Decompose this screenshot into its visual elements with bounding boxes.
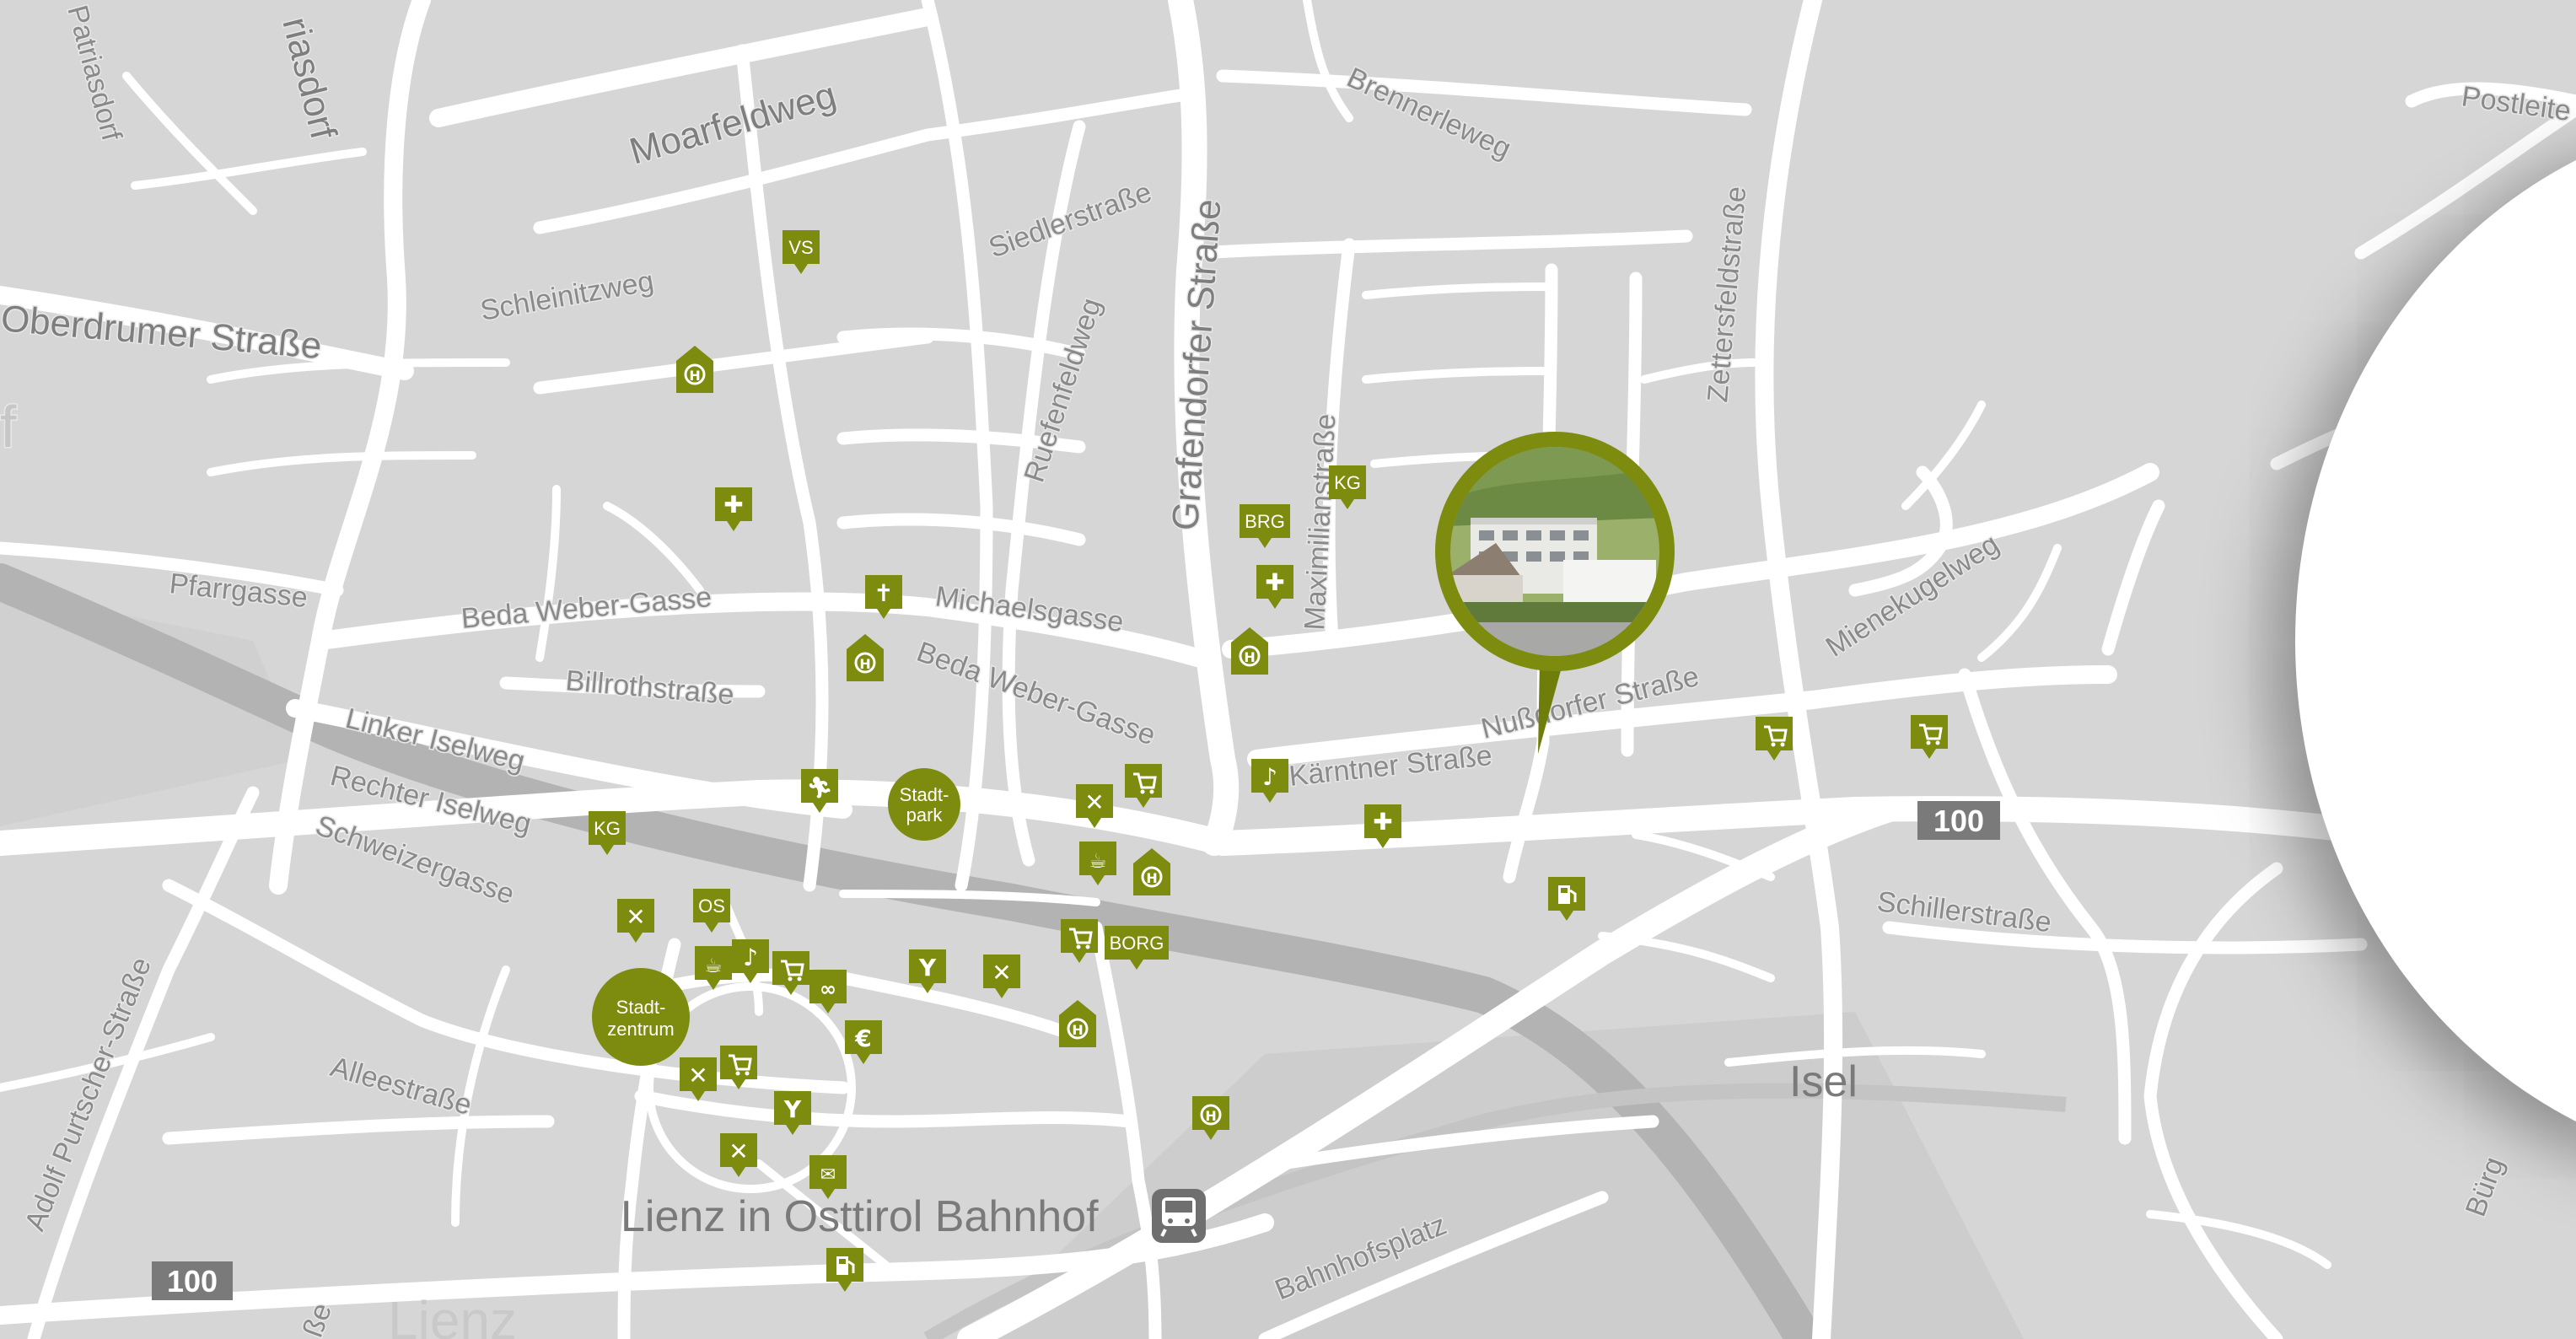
sport-runner-icon[interactable]: 🏃︎ [801,769,838,813]
district-stadtpark[interactable]: Stadt- park [888,768,960,841]
church-icon[interactable]: ✝ [865,575,902,619]
road-shield-b100-east: 100 [1917,801,2000,840]
svg-text:Y: Y [918,954,937,981]
music-icon[interactable]: ♪ [732,939,769,983]
bus-stop-icon[interactable]: H [1133,848,1170,895]
svg-text:Stadt-: Stadt- [616,997,666,1018]
svg-text:∞: ∞ [820,977,836,1001]
svg-text:OS: OS [698,895,725,917]
restaurant-icon[interactable]: ✕ [617,899,654,943]
pharmacy-icon[interactable]: ✚ [715,487,752,531]
place-isel: Isel [1789,1057,1858,1106]
shopping-cart-icon[interactable] [1125,764,1162,808]
cafe-icon[interactable]: ☕︎ [1079,842,1116,885]
svg-text:H: H [1072,1022,1083,1038]
shopping-cart-icon[interactable] [1911,715,1948,759]
bus-stop-icon[interactable]: H [1192,1096,1229,1140]
poi-markers: VS KG BRG KG OS BORG H H [589,230,1948,1292]
bus-stop-icon[interactable]: H [676,346,713,393]
shopping-cart-icon[interactable] [720,1046,757,1089]
svg-text:H: H [689,368,700,384]
restaurant-icon[interactable]: ✕ [983,955,1020,998]
bakery-pretzel-icon[interactable]: ∞ [809,970,847,1014]
svg-text:☕︎: ☕︎ [1089,849,1107,873]
svg-text:♪: ♪ [743,944,758,971]
poi-school-vs[interactable]: VS [782,230,820,274]
poi-school-borg[interactable]: BORG [1105,926,1169,970]
svg-text:✕: ✕ [992,959,1011,987]
svg-text:H: H [1244,649,1255,665]
bar-cocktail-icon[interactable]: Y [909,949,946,993]
svg-text:Stadt-: Stadt- [900,784,949,805]
svg-text:H: H [859,656,870,672]
bank-euro-icon[interactable]: € [845,1020,882,1064]
pharmacy-icon[interactable]: ✚ [1256,565,1293,609]
fuel-pump-icon[interactable] [826,1248,863,1292]
shopping-cart-icon[interactable] [1756,717,1793,761]
svg-text:VS: VS [788,237,813,258]
svg-text:✚: ✚ [1265,568,1284,596]
svg-text:100: 100 [167,1264,218,1299]
svg-text:✕: ✕ [1084,788,1104,816]
old-town-ring [645,982,856,1193]
poi-kindergarten-north[interactable]: KG [1329,465,1366,509]
svg-text:♪: ♪ [1262,763,1277,791]
isel-river [0,563,1823,1339]
restaurant-icon[interactable]: ✕ [680,1057,717,1101]
svg-text:100: 100 [1933,804,1984,838]
restaurant-icon[interactable]: ✕ [1076,784,1113,828]
poi-school-brg[interactable]: BRG [1240,504,1290,548]
poi-kindergarten-west[interactable]: KG [589,811,626,855]
bus-stop-icon[interactable]: H [1059,1000,1096,1047]
road-shield-b100-west: 100 [152,1261,233,1300]
fuel-pump-icon[interactable] [1548,877,1585,921]
property-photo [1450,447,1659,656]
music-icon[interactable]: ♪ [1251,759,1288,803]
svg-text:park: park [906,804,944,825]
restaurant-icon[interactable]: ✕ [720,1133,757,1177]
svg-text:✚: ✚ [723,491,743,519]
cafe-icon[interactable]: ☕︎ [695,946,732,990]
svg-text:KG: KG [594,818,621,839]
svg-text:H: H [1205,1108,1216,1124]
svg-text:✝: ✝ [874,579,893,607]
bus-stop-icon[interactable]: H [1231,627,1268,675]
svg-text:✕: ✕ [626,903,645,931]
train-station-icon[interactable] [1152,1189,1206,1243]
bar-cocktail-icon[interactable]: Y [774,1091,811,1135]
svg-text:☕︎: ☕︎ [704,954,723,977]
svg-text:H: H [1146,870,1157,886]
svg-text:KG: KG [1334,472,1361,493]
place-lienz: Lienz [388,1290,517,1339]
svg-text:€: € [854,1024,871,1052]
shopping-cart-icon[interactable] [772,951,809,995]
svg-text:BORG: BORG [1110,933,1164,954]
bus-stop-icon[interactable]: H [847,634,884,681]
svg-text:zentrum: zentrum [607,1019,674,1040]
property-location-marker[interactable] [1435,432,1675,754]
svg-text:BRG: BRG [1245,511,1285,532]
place-bahnhof: Lienz in Osttirol Bahnhof [621,1192,1099,1241]
district-stadtzentrum[interactable]: Stadt- zentrum [592,968,690,1066]
post-icon[interactable]: ✉ [809,1155,847,1199]
shopping-cart-icon[interactable] [1061,919,1098,963]
poi-school-os[interactable]: OS [693,889,730,933]
svg-text:🏃︎: 🏃︎ [807,776,832,799]
svg-text:✕: ✕ [729,1137,748,1165]
svg-text:Y: Y [783,1095,802,1123]
svg-text:✕: ✕ [688,1062,707,1089]
street-f-fragment: f [0,394,17,460]
pharmacy-icon[interactable]: ✚ [1364,804,1401,848]
svg-text:✉: ✉ [820,1164,836,1186]
svg-text:✚: ✚ [1373,808,1392,836]
